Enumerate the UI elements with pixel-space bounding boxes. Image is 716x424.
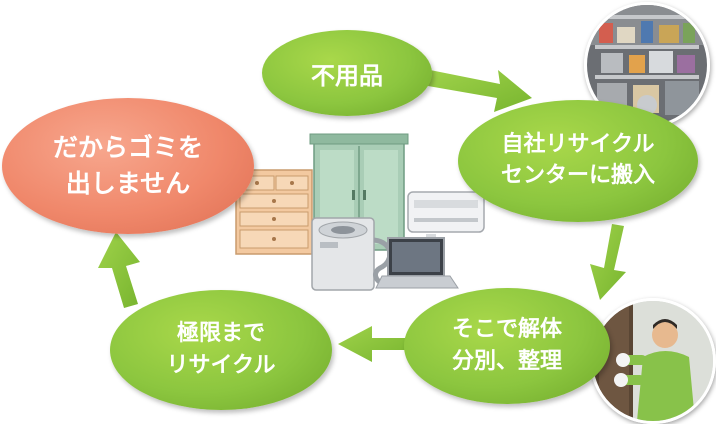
node-fuyouhin-label: 不用品 [311,61,383,90]
node-no-waste-line1: だからゴミを [52,132,203,162]
arrow-center-to-kaitai [590,224,626,300]
washing-machine-icon [311,217,393,291]
node-no-waste-line2: 出しません [65,169,191,198]
laptop-icon [375,237,459,289]
warehouse-photo-icon [587,5,707,125]
node-dismantle-sort-line1: そこで解体 [451,317,562,343]
arrow-kaitai-to-kyokugen [338,326,412,362]
node-recycle-center-line1: 自社リサイクル [501,132,655,158]
arrow-kyokugen-to-dakara [98,232,140,308]
household-appliances-illustration [235,133,485,291]
worker-dismantling-photo [590,298,716,424]
node-recycle-center-line2: センターに搬入 [500,163,655,188]
wooden-drawers-icon [235,169,313,255]
node-recycle-center: 自社リサイクル センターに搬入 [458,100,698,222]
node-recycle-max-line1: 極限まで [176,321,265,347]
node-no-waste: だからゴミを 出しません [2,98,254,234]
worker-photo-icon [593,301,713,421]
arrow-fuyouhin-to-center [428,70,532,112]
node-recycle-max-line2: リサイクル [166,353,276,378]
node-fuyouhin: 不用品 [262,30,432,116]
node-recycle-max: 極限まで リサイクル [110,290,332,410]
air-conditioner-icon [407,191,485,240]
node-dismantle-sort: そこで解体 分別、整理 [404,288,610,404]
node-dismantle-sort-line2: 分別、整理 [451,349,562,374]
